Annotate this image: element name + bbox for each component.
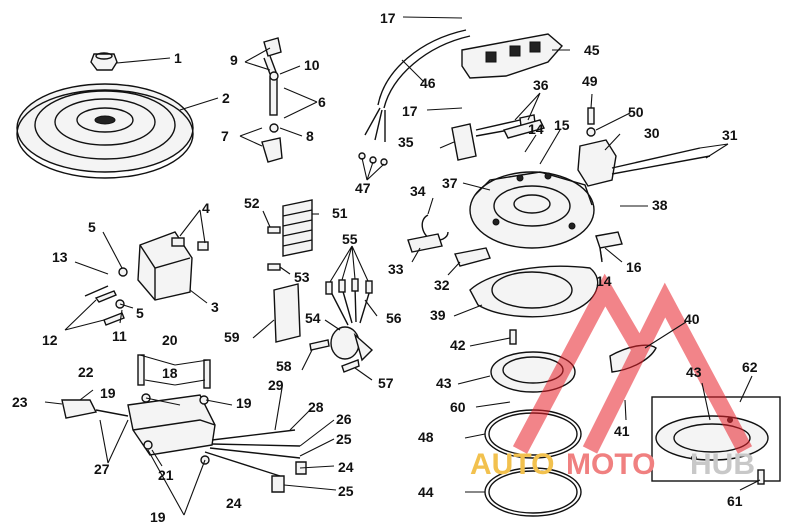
spark-plug-lead-wires — [269, 71, 279, 133]
callout-22: 22 — [78, 364, 94, 380]
callout-11: 11 — [112, 328, 127, 344]
callout-25b: 25 — [338, 483, 354, 499]
callout-55: 55 — [342, 231, 358, 247]
timer-bracket — [451, 114, 546, 161]
sensor-assembly — [461, 33, 563, 79]
watermark-logo-icon — [512, 273, 753, 454]
callout-13: 13 — [52, 249, 68, 265]
ignition-coil — [137, 231, 209, 301]
callout-57: 57 — [378, 375, 394, 391]
callout-36: 36 — [533, 77, 549, 93]
callout-labels: 1 2 3 4 5 5 6 7 8 9 10 11 12 13 14 14 15… — [12, 10, 758, 525]
callout-41a: 41 — [614, 423, 630, 439]
callout-35: 35 — [398, 134, 414, 150]
callout-19c: 19 — [150, 509, 166, 525]
callout-20: 20 — [162, 332, 178, 348]
callout-23: 23 — [12, 394, 28, 410]
spark-plug-boot-bottom — [261, 137, 283, 163]
callout-14a: 14 — [528, 121, 544, 137]
callout-46: 46 — [420, 75, 436, 91]
callout-59: 59 — [224, 329, 240, 345]
callout-7: 7 — [221, 128, 229, 144]
spring-and-link — [407, 214, 491, 267]
callout-50: 50 — [628, 104, 644, 120]
callout-56: 56 — [386, 310, 402, 326]
callout-2: 2 — [222, 90, 230, 106]
callout-32: 32 — [434, 277, 450, 293]
stator-harness — [358, 29, 471, 166]
callout-21: 21 — [158, 467, 174, 483]
callout-60: 60 — [450, 399, 466, 415]
callout-12: 12 — [42, 332, 58, 348]
flywheel — [16, 83, 194, 179]
callout-39: 39 — [430, 307, 446, 323]
callout-5b: 5 — [136, 305, 144, 321]
lead-assembly — [309, 278, 374, 373]
callout-3: 3 — [211, 299, 219, 315]
callout-16: 16 — [626, 259, 642, 275]
callout-38: 38 — [652, 197, 668, 213]
callout-5a: 5 — [88, 219, 96, 235]
lever — [595, 231, 623, 263]
callout-49: 49 — [582, 73, 598, 89]
callout-48: 48 — [418, 429, 434, 445]
callout-25a: 25 — [336, 431, 352, 447]
callout-27: 27 — [94, 461, 110, 477]
callout-33: 33 — [388, 261, 404, 277]
callout-17b: 17 — [402, 103, 418, 119]
callout-31: 31 — [722, 127, 738, 143]
callout-58: 58 — [276, 358, 292, 374]
callout-43b: 43 — [686, 364, 702, 380]
callout-9: 9 — [230, 52, 238, 68]
watermark-word-moto: MOTO — [566, 448, 655, 481]
callout-26: 26 — [336, 411, 352, 427]
callout-37: 37 — [442, 175, 458, 191]
retainer-plate — [469, 265, 599, 318]
callout-62: 62 — [742, 359, 758, 375]
timer-base — [469, 171, 595, 249]
watermark-word-auto: AUTO — [470, 448, 554, 481]
sensor-coil — [577, 107, 711, 187]
callout-47: 47 — [355, 180, 371, 196]
callout-42: 42 — [450, 337, 466, 353]
callout-29: 29 — [268, 377, 284, 393]
callout-1: 1 — [174, 50, 182, 66]
callout-40: 40 — [684, 311, 700, 327]
callout-28: 28 — [308, 399, 324, 415]
callout-54: 54 — [305, 310, 321, 326]
leader-lines — [44, 16, 761, 516]
callout-24a: 24 — [338, 459, 354, 475]
callout-18: 18 — [162, 365, 178, 381]
callout-52: 52 — [244, 195, 260, 211]
bracket — [273, 283, 301, 343]
callout-53: 53 — [294, 269, 310, 285]
callout-45: 45 — [584, 42, 600, 58]
flywheel-nut — [90, 52, 118, 71]
callout-24b: 24 — [226, 495, 242, 511]
callout-51: 51 — [332, 205, 348, 221]
power-pack — [61, 354, 307, 493]
callout-44: 44 — [418, 484, 434, 500]
callout-14b: 14 — [596, 273, 612, 289]
callout-17a: 17 — [380, 10, 396, 26]
callout-6: 6 — [318, 94, 326, 110]
callout-34: 34 — [410, 183, 426, 199]
callout-19a: 19 — [100, 385, 116, 401]
coil-screws — [84, 267, 128, 326]
callout-30: 30 — [644, 125, 660, 141]
terminal-block — [267, 199, 313, 271]
callout-61: 61 — [727, 493, 743, 509]
callout-43a: 43 — [436, 375, 452, 391]
callout-10: 10 — [304, 57, 320, 73]
callout-4: 4 — [202, 200, 210, 216]
watermark-word-hub: HUB — [690, 448, 755, 481]
callout-8: 8 — [306, 128, 314, 144]
callout-19b: 19 — [236, 395, 252, 411]
callout-15: 15 — [554, 117, 570, 133]
